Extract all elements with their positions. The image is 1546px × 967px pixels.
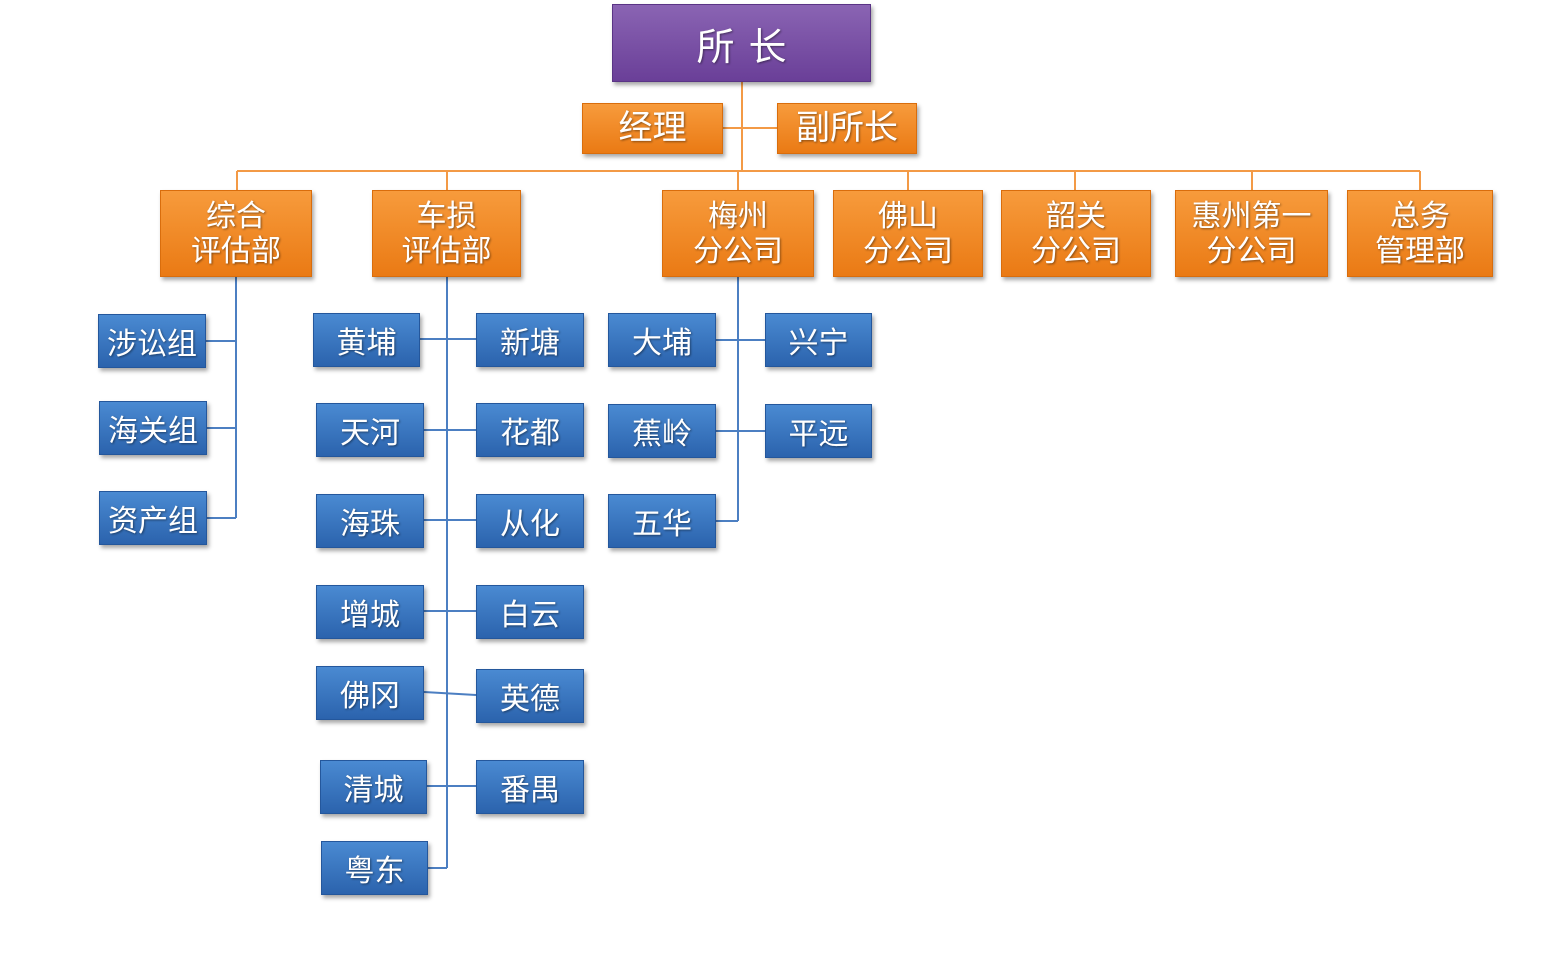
dept-huizhou-branch[interactable]: 惠州第一 分公司 [1175, 190, 1328, 277]
group-label: 平远 [788, 417, 849, 452]
group-label: 增城 [340, 598, 400, 633]
group-zengcheng[interactable]: 增城 [316, 585, 424, 639]
group-litigation[interactable]: 涉讼组 [98, 314, 206, 368]
dept-foshan-branch[interactable]: 佛山 分公司 [833, 190, 983, 277]
group-baiyun[interactable]: 白云 [476, 585, 584, 639]
group-xintang[interactable]: 新塘 [476, 313, 584, 367]
group-jiaoling[interactable]: 蕉岭 [608, 404, 716, 458]
director-label: 所长 [696, 24, 801, 69]
group-xingning[interactable]: 兴宁 [765, 313, 872, 367]
group-label: 新塘 [500, 326, 560, 361]
group-label: 黄埔 [336, 326, 397, 361]
deputy-director-box[interactable]: 副所长 [777, 103, 917, 154]
group-dapu[interactable]: 大埔 [608, 313, 716, 367]
dept-line2: 分公司 [693, 233, 783, 269]
group-fogang[interactable]: 佛冈 [316, 666, 424, 720]
group-label: 粤东 [344, 854, 405, 889]
group-tianhe[interactable]: 天河 [316, 403, 424, 457]
group-label: 大埔 [632, 326, 692, 361]
group-label: 花都 [500, 416, 560, 451]
group-label: 资产组 [108, 504, 198, 539]
group-pingyuan[interactable]: 平远 [765, 404, 872, 458]
group-huangpu[interactable]: 黄埔 [313, 313, 420, 367]
dept-meizhou-branch[interactable]: 梅州 分公司 [662, 190, 814, 277]
group-label: 佛冈 [340, 679, 400, 714]
group-label: 五华 [632, 507, 692, 542]
group-yuedong[interactable]: 粤东 [321, 841, 428, 895]
dept-shaoguan-branch[interactable]: 韶关 分公司 [1001, 190, 1151, 277]
group-huadu[interactable]: 花都 [476, 403, 584, 457]
dept-line2: 分公司 [1206, 233, 1297, 269]
group-label: 海珠 [340, 507, 400, 542]
manager-label: 经理 [618, 108, 687, 148]
group-assets[interactable]: 资产组 [99, 491, 207, 545]
dept-vehicle-assessment[interactable]: 车损 评估部 [372, 190, 521, 277]
dept-line1: 综合 [206, 198, 266, 234]
group-conghua[interactable]: 从化 [476, 494, 584, 548]
group-label: 天河 [340, 416, 400, 451]
deputy-director-label: 副所长 [796, 108, 898, 148]
group-customs[interactable]: 海关组 [99, 401, 207, 455]
dept-line1: 总务 [1390, 198, 1450, 234]
group-label: 英德 [500, 682, 560, 717]
dept-line2: 管理部 [1375, 233, 1465, 269]
group-wuhua[interactable]: 五华 [608, 494, 716, 548]
group-label: 蕉岭 [632, 417, 692, 452]
group-label: 白云 [500, 598, 560, 633]
group-label: 从化 [500, 507, 560, 542]
dept-line1: 韶关 [1046, 198, 1106, 234]
group-panyu[interactable]: 番禺 [476, 760, 584, 814]
dept-general-assessment[interactable]: 综合 评估部 [160, 190, 312, 277]
dept-line1: 车损 [416, 198, 477, 234]
group-qingcheng[interactable]: 清城 [320, 760, 427, 814]
dept-line2: 分公司 [863, 233, 953, 269]
dept-line2: 评估部 [401, 233, 492, 269]
dept-line1: 惠州第一 [1191, 198, 1312, 234]
director-box[interactable]: 所长 [612, 4, 871, 82]
dept-line2: 评估部 [191, 233, 281, 269]
group-label: 兴宁 [788, 326, 849, 361]
manager-box[interactable]: 经理 [582, 103, 723, 154]
dept-line2: 分公司 [1031, 233, 1121, 269]
group-label: 番禺 [500, 773, 560, 808]
group-yingde[interactable]: 英德 [476, 669, 584, 723]
dept-line1: 梅州 [708, 198, 768, 234]
group-label: 涉讼组 [107, 327, 197, 362]
group-haizhu[interactable]: 海珠 [316, 494, 424, 548]
dept-general-affairs[interactable]: 总务 管理部 [1347, 190, 1493, 277]
group-label: 海关组 [108, 414, 198, 449]
dept-line1: 佛山 [878, 198, 938, 234]
group-label: 清城 [343, 773, 404, 808]
